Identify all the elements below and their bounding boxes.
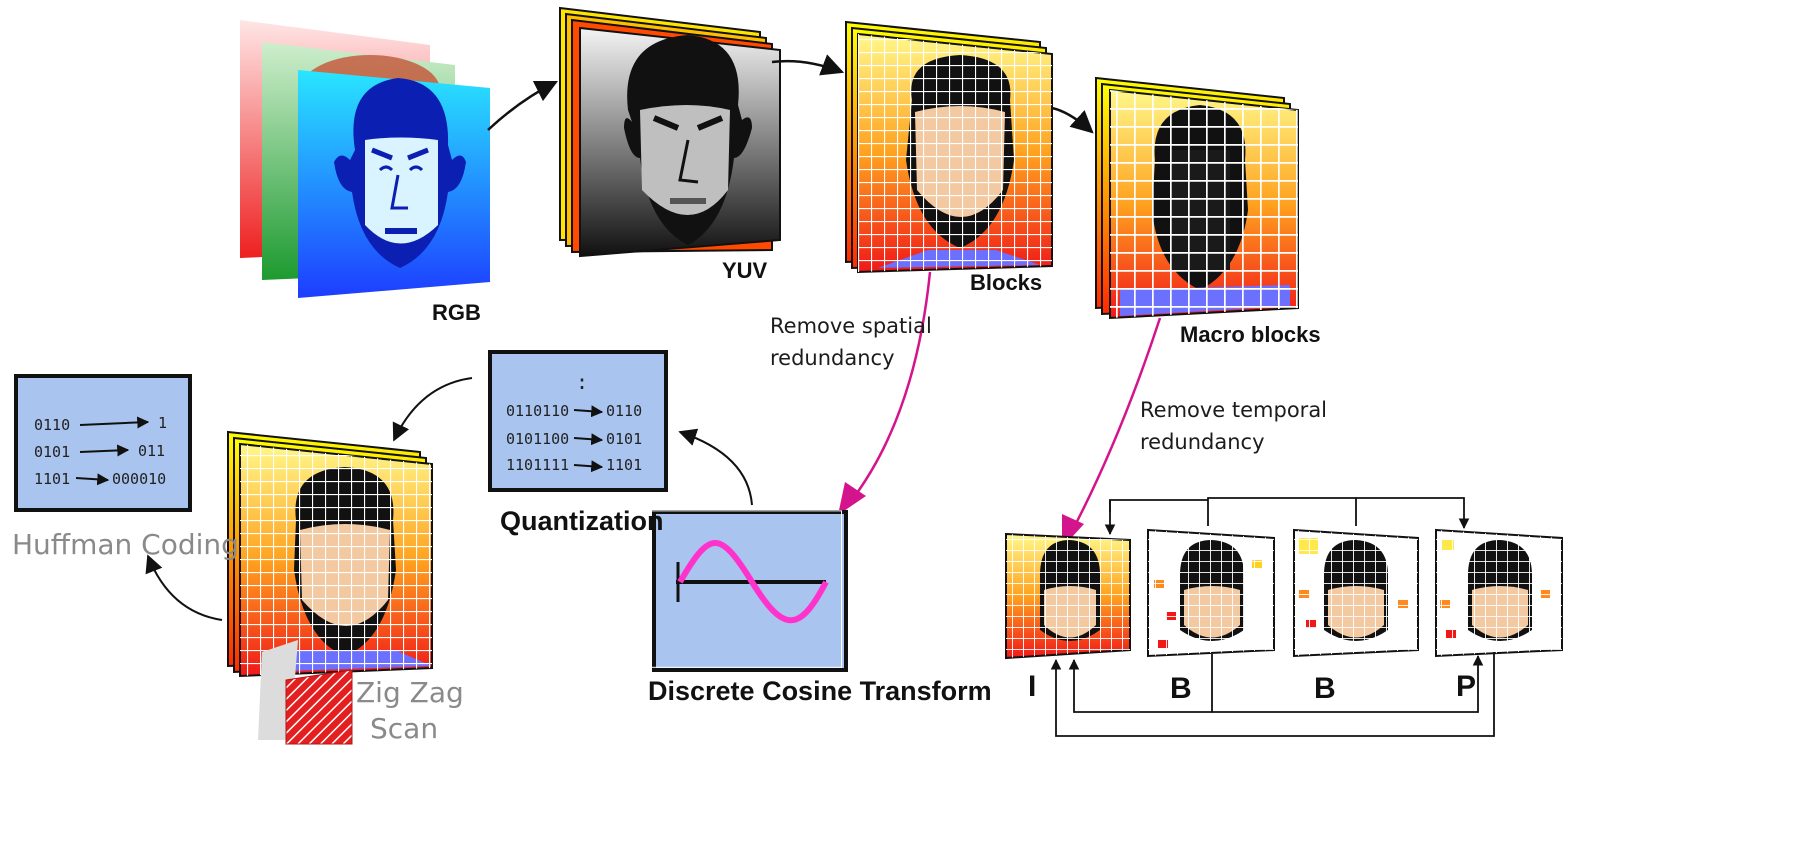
macro-blocks-label: Macro blocks [1180,322,1321,347]
cosine-wave-icon [677,540,829,624]
quantization-ellipsis: : [576,370,589,394]
blocks-stack [845,20,1053,274]
zigzag-label-line1: Zig Zag [356,676,464,709]
spatial-arrowhead [838,482,866,515]
zigzag-label-line2: Scan [370,712,439,745]
i-to-p-reference-arrow [1050,652,1495,737]
frame-b1 [1147,528,1275,658]
yuv-stack [559,6,781,258]
macro-blocks-stack [1095,76,1299,320]
frame-label-b1: B [1170,672,1192,705]
frame-i [1005,532,1131,660]
b1-reference-arrow-top [1207,497,1357,526]
face-icon [624,35,752,245]
huffman-input-3: 1101 [34,470,71,488]
yuv-to-blocks-arrow [771,54,845,76]
blocks-to-macro-arrow [1051,106,1094,134]
quantization-label: Quantization [500,506,664,536]
quantization-output-1: 0110 [606,402,643,420]
dct-label: Discrete Cosine Transform [648,676,992,706]
quantization-input-3: 1101111 [506,456,570,474]
frame-label-i: I [1028,670,1037,703]
dct-to-quantization-arrow [678,428,753,506]
quantization-input-1: 0110110 [506,402,570,420]
frame-label-p: P [1456,670,1477,703]
p-reference-arrow-top [1356,497,1470,530]
frame-label-b2: B [1314,672,1336,705]
huffman-output-2: 011 [138,442,166,460]
spatial-redundancy-label-line2: redundancy [770,346,895,370]
huffman-code-arrows [75,416,150,486]
huffman-input-2: 0101 [34,443,71,461]
zigzag-to-huffman-arrow [145,554,223,621]
remove-spatial-redundancy-arrow [847,271,932,506]
frame-p [1435,528,1563,658]
yuv-label: YUV [722,258,768,283]
huffman-panel [14,374,192,512]
huffman-output-1: 1 [158,414,168,432]
rgb-stack [240,20,490,298]
quantization-panel [488,350,668,492]
face-icon [334,78,466,268]
rgb-label: RGB [432,300,481,325]
huffman-input-1: 0110 [34,416,71,434]
quantization-input-2: 0101100 [506,430,570,448]
frame-b2 [1293,528,1419,658]
dct-panel [650,510,848,672]
b-reference-arrow-bottom [1211,654,1484,713]
quantization-to-zigzag-arrow [392,377,473,442]
quantization-code-arrows [573,405,604,473]
spatial-redundancy-label-line1: Remove spatial [770,314,932,338]
rgb-to-yuv-arrow [487,80,559,131]
zigzag-scan-icon [258,640,353,745]
huffman-label: Huffman Coding [12,528,239,561]
huffman-output-3: 000010 [112,470,167,488]
blocks-label: Blocks [970,270,1043,295]
remove-temporal-redundancy-arrow [1068,317,1162,536]
quantization-output-2: 0101 [606,430,643,448]
zigzag-blocks-stack [227,430,433,678]
quantization-output-3: 1101 [606,456,643,474]
temporal-redundancy-label-line2: redundancy [1140,430,1265,454]
temporal-redundancy-label-line1: Remove temporal [1140,398,1328,422]
